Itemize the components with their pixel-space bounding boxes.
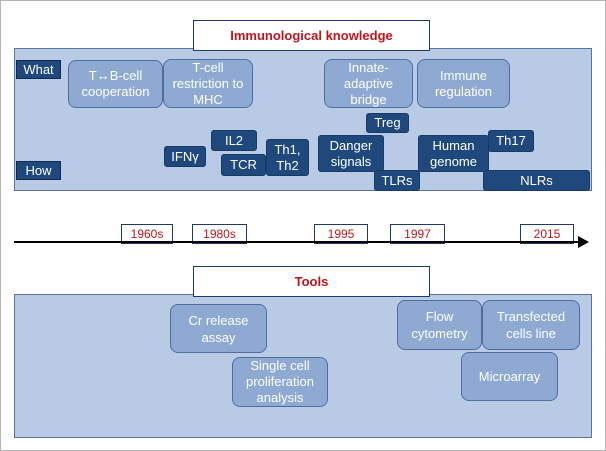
il2-box: IL2	[211, 130, 257, 151]
year-1997-label: 1997	[390, 224, 445, 244]
tcr-box: TCR	[221, 154, 266, 176]
cr-release-assay-box: Cr release assay	[170, 304, 267, 353]
human-genome-box: Human genome	[418, 135, 489, 172]
nlrs-box: NLRs	[483, 170, 590, 191]
immune-regulation-box: Immune regulation	[417, 59, 510, 108]
microarray-box: Microarray	[461, 352, 558, 401]
th17-box: Th17	[488, 130, 534, 152]
ifn-gamma-box: IFNγ	[164, 146, 206, 167]
tlrs-box: TLRs	[374, 170, 420, 191]
transfected-cells-line-box: Transfected cells line	[482, 300, 580, 350]
flow-cytometry-box: Flow cytometry	[397, 300, 482, 350]
th1-th2-box: Th1, Th2	[266, 139, 309, 176]
single-cell-proliferation-box: Single cell proliferation analysis	[232, 357, 328, 407]
year-1960s-label: 1960s	[121, 224, 173, 244]
t-cell-restriction-box: T-cell restriction to MHC	[163, 59, 253, 108]
danger-signals-box: Danger signals	[318, 135, 384, 172]
timeline-arrowhead-icon	[578, 236, 589, 248]
tools-title: Tools	[193, 266, 430, 297]
what-label: What	[16, 60, 61, 79]
how-label: How	[16, 161, 61, 180]
timeline-axis	[14, 241, 580, 243]
knowledge-title: Immunological knowledge	[193, 20, 430, 51]
tb-cell-cooperation-box: T↔B-cell cooperation	[68, 60, 163, 108]
year-1980s-label: 1980s	[192, 224, 247, 244]
year-1995-label: 1995	[314, 224, 368, 244]
year-2015-label: 2015	[520, 224, 574, 244]
innate-adaptive-bridge-box: Innate-adaptive bridge	[324, 59, 413, 108]
treg-box: Treg	[366, 113, 409, 133]
